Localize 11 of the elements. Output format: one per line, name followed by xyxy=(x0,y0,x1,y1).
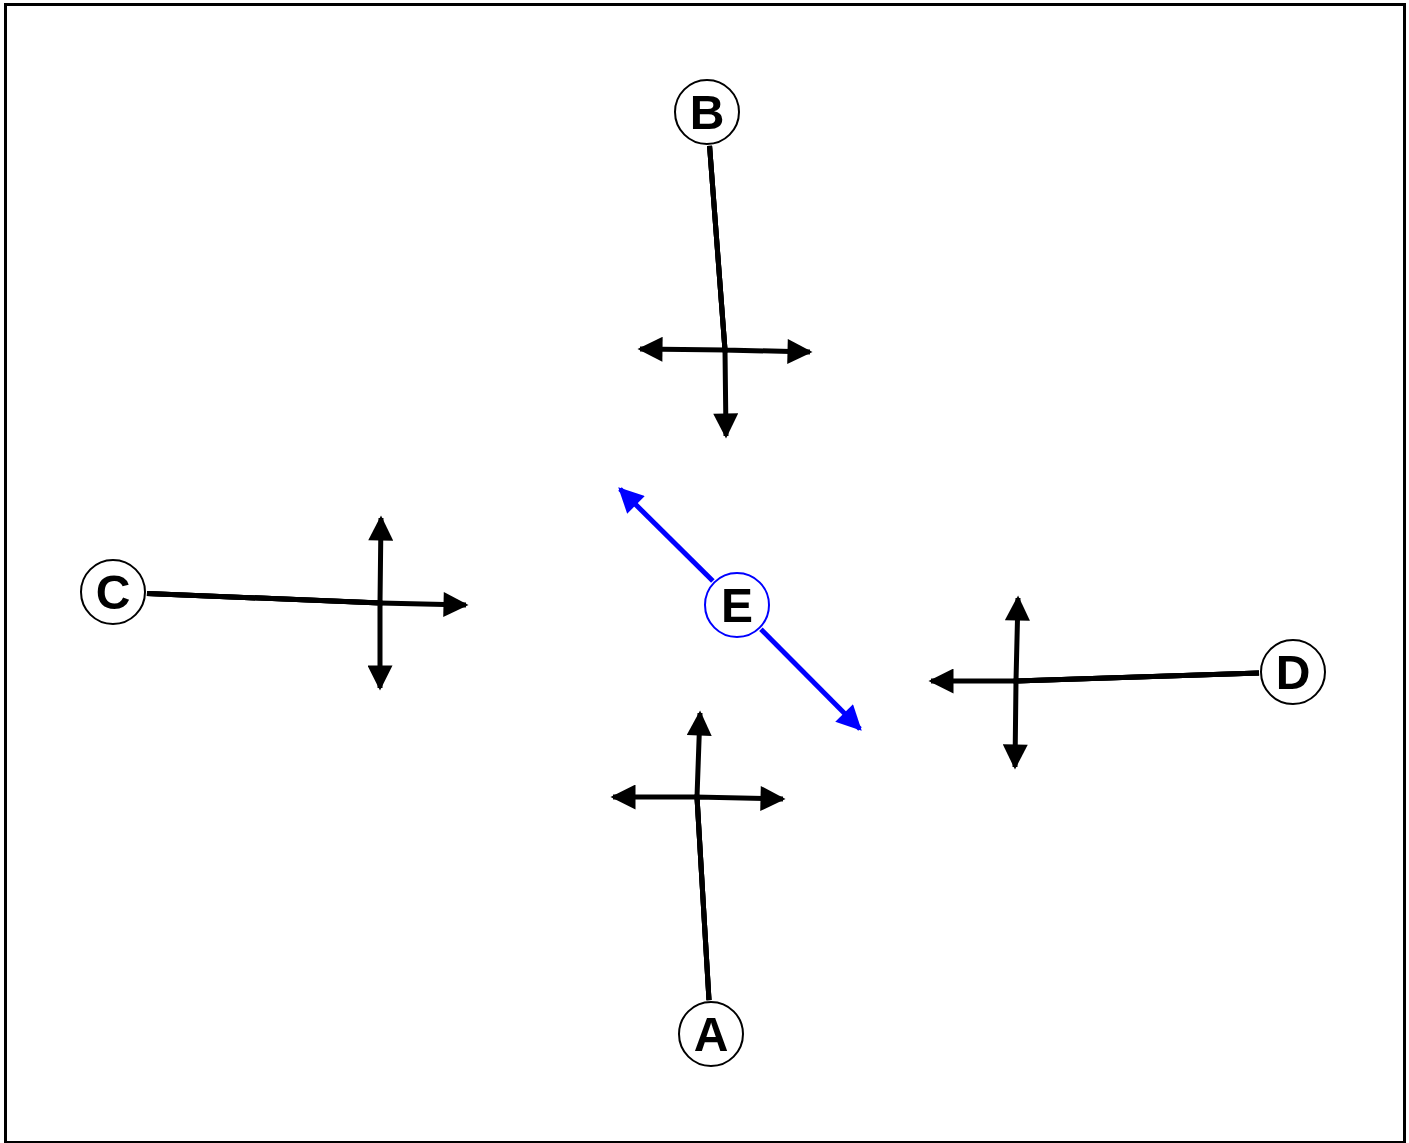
arrow xyxy=(618,487,715,583)
arrow xyxy=(146,590,393,691)
arrow xyxy=(694,786,786,1001)
arrow xyxy=(707,145,739,439)
circle-node: D xyxy=(1260,639,1326,705)
circle-node: E xyxy=(704,572,770,638)
arrow xyxy=(1002,670,1260,770)
arrow xyxy=(759,627,862,731)
circle-node: B xyxy=(674,79,740,145)
circle-node: A xyxy=(678,1001,744,1067)
circle-node: C xyxy=(80,559,146,625)
